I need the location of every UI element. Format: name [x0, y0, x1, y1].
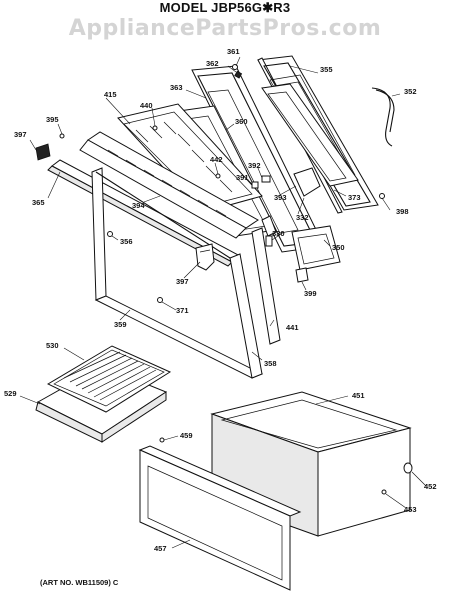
- label-451: 451: [352, 391, 365, 400]
- label-442: 442: [210, 155, 223, 164]
- label-397-top: 397: [14, 130, 27, 139]
- label-362: 362: [206, 59, 219, 68]
- label-393: 393: [274, 193, 287, 202]
- door-side-rail: [251, 215, 341, 345]
- label-356: 356: [120, 237, 133, 246]
- label-352: 352: [404, 87, 417, 96]
- door-frame: [79, 131, 259, 239]
- label-391: 391: [236, 173, 249, 182]
- label-359: 359: [114, 320, 127, 329]
- label-373: 373: [348, 193, 361, 202]
- drawer-hardware: [159, 437, 413, 495]
- label-397-mid: 397: [176, 277, 189, 286]
- label-350: 350: [332, 243, 345, 252]
- leader-lines: [19, 56, 427, 549]
- label-399: 399: [304, 289, 317, 298]
- broiler-grid: [46, 345, 172, 413]
- door-window-glass: [261, 83, 359, 187]
- label-457: 457: [154, 544, 167, 553]
- drawer-front-panel: [138, 445, 302, 591]
- label-360: 360: [235, 117, 248, 126]
- label-395: 395: [46, 115, 59, 124]
- label-529: 529: [4, 389, 17, 398]
- label-440: 440: [140, 101, 153, 110]
- label-361: 361: [227, 47, 240, 56]
- label-392: 392: [248, 161, 261, 170]
- model-title: MODEL JBP56G✱R3: [159, 0, 291, 15]
- small-hardware: [35, 64, 395, 303]
- part-labels: 361 362 355 352 363 415 440 395 397 360 …: [4, 47, 437, 553]
- label-453: 453: [404, 505, 417, 514]
- label-363: 363: [170, 83, 183, 92]
- label-358: 358: [264, 359, 277, 368]
- label-355: 355: [320, 65, 333, 74]
- label-398: 398: [396, 207, 409, 216]
- label-330: 330: [272, 229, 285, 238]
- door-outer-frame: [91, 167, 264, 379]
- storage-drawer: [210, 391, 412, 537]
- label-452: 452: [424, 482, 437, 491]
- door-hinge: [195, 243, 215, 271]
- art-number: (ART NO. WB11509) C: [40, 578, 119, 587]
- label-394: 394: [132, 201, 145, 210]
- label-530: 530: [46, 341, 59, 350]
- label-459: 459: [180, 431, 193, 440]
- label-365: 365: [32, 198, 45, 207]
- watermark: AppliancePartsPros.com: [68, 16, 382, 41]
- label-415: 415: [104, 90, 117, 99]
- label-332: 332: [296, 213, 309, 222]
- label-441: 441: [286, 323, 299, 332]
- label-371: 371: [176, 306, 189, 315]
